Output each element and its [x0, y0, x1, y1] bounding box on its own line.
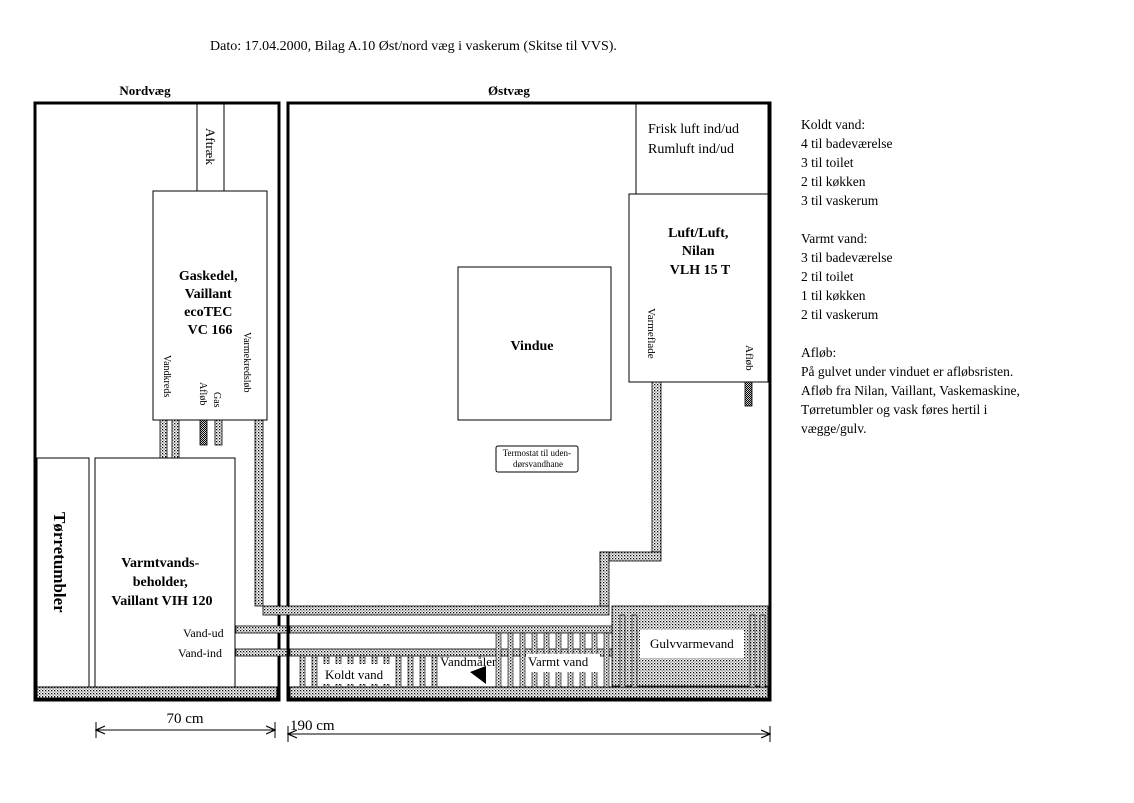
koldt-vand-label: Koldt vand — [325, 667, 384, 682]
notes-spacer — [801, 210, 1101, 229]
koldt-vand-item: 4 til badeværelse — [801, 136, 893, 151]
varmeflade-pipe-vertical — [651, 381, 662, 553]
nilan-afloeb-label: Afløb — [743, 345, 755, 371]
gulvvarme-label-bg — [640, 630, 744, 658]
varmtvandsbeholder-label: Varmtvands- beholder, Vaillant VIH 120 — [111, 556, 212, 609]
varmt-vand-item: 3 til badeværelse — [801, 250, 893, 265]
varmt-vand-label-bg — [526, 654, 600, 672]
nilan-afloeb-pipe — [744, 381, 753, 407]
varmt-vand-title: Varmt vand: — [801, 231, 868, 246]
koldt-vand-label-bg — [322, 664, 394, 684]
vandkreds-pipe-1 — [159, 419, 168, 459]
north-floor — [36, 686, 278, 699]
header-text: Dato: 17.04.2000, Bilag A.10 Øst/nord væ… — [210, 39, 617, 54]
vand-ind-label: Vand-ind — [178, 646, 222, 660]
varmekredsloeb-label: Varmekredsløb — [241, 332, 252, 393]
aftraek-duct — [196, 103, 225, 192]
toerretumbler-box — [36, 457, 90, 688]
varmt-vand-main-pipe — [289, 625, 613, 634]
koldt-vand-item: 3 til vaskerum — [801, 193, 879, 208]
vand-ud-pipe — [235, 625, 291, 634]
gaskedel-box — [152, 190, 268, 421]
afloeb-line: På gulvet under vinduet er afløbsristen. — [801, 364, 1014, 379]
aftraek-label: Aftræk — [203, 128, 218, 165]
afloeb-line: Tørretumbler og vask føres hertil i — [801, 402, 988, 417]
gaskedel-afloeb-label: Afløb — [197, 382, 208, 405]
north-wall-label: Nordvæg — [119, 83, 171, 98]
east-wall-label: Østvæg — [488, 83, 530, 98]
varmekreds-horizontal-pipe — [262, 605, 610, 616]
varmtvandsbeholder-box — [94, 457, 236, 688]
frisk-luft-label: Frisk luft ind/ud — [648, 122, 739, 137]
notes-panel: Koldt vand: 4 til badeværelse 3 til toil… — [801, 115, 1101, 438]
koldt-vand-item: 3 til toilet — [801, 155, 854, 170]
varmt-vand-item: 1 til køkken — [801, 288, 866, 303]
afloeb-line: Afløb fra Nilan, Vaillant, Vaskemaskine, — [801, 383, 1020, 398]
vandmaaler-label: Vandmåler — [440, 654, 497, 669]
varmt-vand-item: 2 til toilet — [801, 269, 854, 284]
east-dimension-label: 190 cm — [290, 718, 335, 734]
gaskedel-afloeb-pipe — [199, 419, 208, 446]
vindue-box — [457, 266, 612, 421]
termostat-box — [495, 445, 579, 473]
vandkreds-pipe-2 — [171, 419, 180, 459]
koldt-vand-main-pipe — [289, 648, 613, 657]
vindue-label: Vindue — [510, 339, 553, 354]
north-dimension-label: 70 cm — [166, 711, 203, 727]
koldt-vand-item: 2 til køkken — [801, 174, 866, 189]
gaskedel-label: Gaskedel, Vaillant ecoTEC VC 166 — [179, 269, 241, 338]
vand-ind-pipe — [235, 648, 291, 657]
nilan-label: Luft/Luft, Nilan VLH 15 T — [668, 226, 732, 278]
varmt-vand-label: Varmt vand — [528, 654, 589, 669]
varmeflade-pipe-down — [599, 551, 610, 608]
varmt-vand-item: 2 til vaskerum — [801, 307, 879, 322]
toerretumbler-label: Tørretumbler — [50, 512, 69, 613]
notes-spacer — [801, 324, 1101, 343]
termostat-label: Termostat til uden- dørsvandhane — [503, 448, 574, 469]
nilan-box — [628, 193, 769, 383]
vandmaaler-symbol — [470, 666, 486, 684]
gas-pipe — [214, 419, 223, 446]
north-wall-frame — [33, 101, 281, 702]
varmekreds-vertical-pipe — [254, 419, 264, 607]
vand-ud-label: Vand-ud — [183, 626, 224, 640]
vandkreds-label: Vandkreds — [161, 355, 172, 397]
luft-duct-box — [635, 103, 769, 195]
east-wall-frame — [286, 101, 772, 702]
rumluft-label: Rumluft ind/ud — [648, 142, 734, 157]
gulvvarmevand-label: Gulvvarmevand — [650, 636, 734, 651]
afloeb-line: vægge/gulv. — [801, 421, 867, 436]
gas-label: Gas — [211, 392, 222, 408]
varmeflade-label: Varmeflade — [645, 308, 657, 359]
east-floor — [289, 686, 769, 699]
afloeb-title: Afløb: — [801, 345, 837, 360]
koldt-vand-title: Koldt vand: — [801, 117, 866, 132]
